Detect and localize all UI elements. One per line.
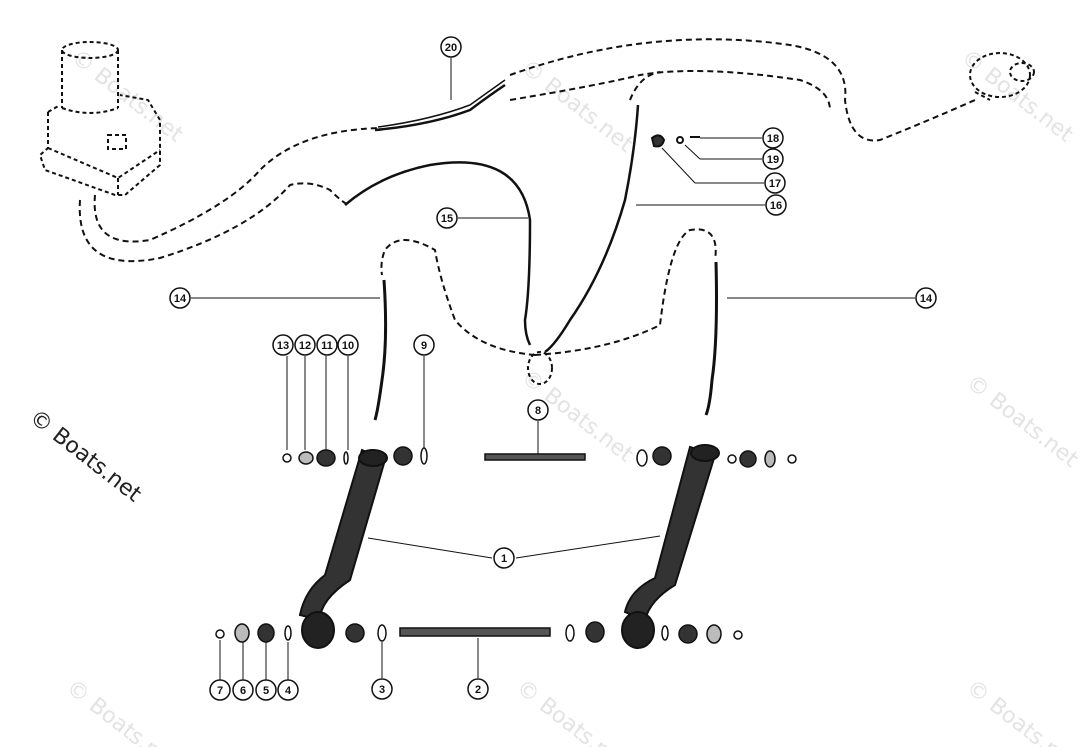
callout-label-8: 8: [535, 405, 541, 417]
callout-label-14-left: 14: [174, 293, 187, 305]
hose-15: [344, 161, 532, 346]
lower-hardware-right: [565, 621, 743, 644]
callout-label-7: 7: [217, 685, 223, 697]
callout-13: 13: [272, 334, 294, 356]
callout-6: 6: [232, 679, 254, 701]
fittings-17-18-19: [650, 134, 700, 148]
callout-4: 4: [277, 679, 299, 701]
callout-label-4: 4: [285, 685, 292, 697]
callout-12: 12: [294, 334, 316, 356]
callout-label-14-right: 14: [920, 293, 933, 305]
leader-lines: [191, 58, 915, 680]
callout-19: 19: [762, 148, 784, 170]
watermark-faint: © Boats.net: [956, 45, 1077, 148]
callout-17: 17: [764, 172, 786, 194]
callout-label-16: 16: [770, 200, 782, 212]
callout-7: 7: [209, 679, 231, 701]
watermark-faint: © Boats.net: [961, 675, 1082, 747]
callout-label-3: 3: [379, 684, 385, 696]
callout-label-19: 19: [767, 154, 779, 166]
pump-motor-assembly: [38, 41, 161, 196]
upper-pin-8: [484, 453, 586, 461]
lower-hardware-left: [215, 623, 387, 643]
hose-14-left: [373, 279, 388, 421]
callout-8: 8: [527, 399, 549, 421]
callout-label-5: 5: [263, 685, 269, 697]
upper-hardware-right: [636, 446, 797, 468]
callout-9: 9: [413, 334, 435, 356]
trim-cylinder-left: [298, 448, 388, 649]
lower-pin-2: [399, 627, 551, 637]
callout-label-20: 20: [445, 42, 457, 54]
callout-14-left: 14: [169, 287, 191, 309]
watermark-faint: © Boats.net: [516, 55, 637, 158]
hose-16: [544, 104, 640, 354]
callout-10: 10: [337, 334, 359, 356]
watermark-faint: © Boats.net: [61, 675, 182, 747]
watermark-faint: © Boats.net: [511, 675, 632, 747]
callout-14-right: 14: [915, 287, 937, 309]
hydraulic-hose-dashed: [78, 38, 976, 356]
callout-label-18: 18: [767, 133, 779, 145]
callout-20: 20: [440, 36, 462, 58]
callout-label-17: 17: [769, 178, 781, 190]
watermark-faint: © Boats.net: [961, 370, 1082, 473]
trim-sender-connector: [969, 52, 1035, 101]
callout-label-1: 1: [501, 553, 507, 565]
faint-watermarks: © Boats.net © Boats.net © Boats.net © Bo…: [61, 45, 1082, 747]
callout-11: 11: [316, 334, 338, 356]
trim-cylinder-right: [621, 444, 720, 649]
callouts: 20 18 19 17 16 15 14 14 13 12 11 10 9 8 …: [169, 36, 937, 701]
callout-label-15: 15: [441, 213, 453, 225]
callout-label-9: 9: [421, 340, 427, 352]
hose-20: [374, 79, 506, 132]
upper-hardware-left: [282, 446, 428, 467]
callout-label-11: 11: [321, 340, 333, 352]
callout-label-6: 6: [240, 685, 246, 697]
callout-3: 3: [371, 678, 393, 700]
hose-14-right: [704, 261, 718, 416]
callout-15: 15: [436, 207, 458, 229]
callout-2: 2: [467, 678, 489, 700]
callout-label-12: 12: [299, 340, 311, 352]
callout-16: 16: [765, 194, 787, 216]
callout-label-13: 13: [277, 340, 289, 352]
callout-5: 5: [255, 679, 277, 701]
tee-fitting: [527, 351, 553, 385]
callout-label-10: 10: [342, 340, 354, 352]
callout-label-2: 2: [475, 684, 481, 696]
callout-18: 18: [762, 127, 784, 149]
callout-1: 1: [493, 547, 515, 569]
